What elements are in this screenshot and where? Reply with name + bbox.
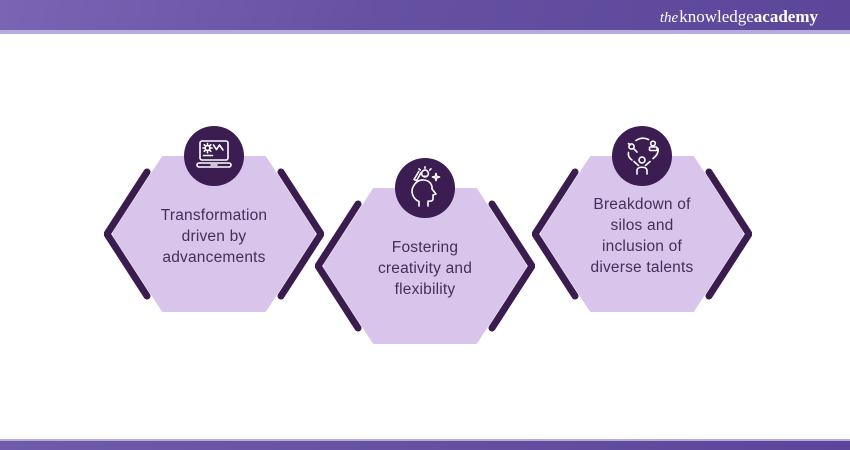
brand-logo: theknowledgeacademy	[660, 6, 818, 29]
right-bracket-accent	[488, 200, 535, 332]
right-bracket-accent	[705, 168, 752, 300]
collaboration-icon	[627, 137, 659, 175]
logo-the: the	[659, 10, 679, 26]
icon-badge	[395, 158, 455, 218]
right-bracket-accent	[277, 168, 324, 300]
left-bracket-accent	[315, 200, 362, 332]
hexagon-card-inclusion: Breakdown of silos and inclusion of dive…	[532, 120, 754, 350]
logo-academy: academy	[753, 7, 818, 26]
hexagon-label: Transformation driven by advancements	[104, 180, 324, 292]
header-bar: theknowledgeacademy	[0, 0, 850, 34]
laptop-analytics-icon	[196, 140, 232, 168]
hexagon-label: Fostering creativity and flexibility	[315, 212, 535, 324]
hexagon-card-transformation: Transformation driven by advancements	[104, 120, 326, 350]
creative-mind-icon	[411, 166, 441, 207]
icon-badge	[184, 126, 244, 186]
hexagon-label-text: Transformation driven by advancements	[160, 206, 268, 266]
logo-knowledge: knowledge	[679, 7, 754, 26]
hexagon-shape	[315, 188, 535, 344]
left-bracket-accent	[104, 168, 151, 300]
hexagon-card-creativity: Fostering creativity and flexibility	[315, 152, 537, 382]
hexagon-label: Breakdown of silos and inclusion of dive…	[532, 180, 752, 292]
footer-bar	[0, 439, 850, 450]
left-bracket-accent	[532, 168, 579, 300]
hexagon-shape	[104, 156, 324, 312]
hexagon-label-text: Fostering creativity and flexibility	[377, 238, 473, 298]
hexagon-shape	[532, 156, 752, 312]
icon-badge	[612, 126, 672, 186]
hexagon-label-text: Breakdown of silos and inclusion of dive…	[590, 196, 694, 276]
